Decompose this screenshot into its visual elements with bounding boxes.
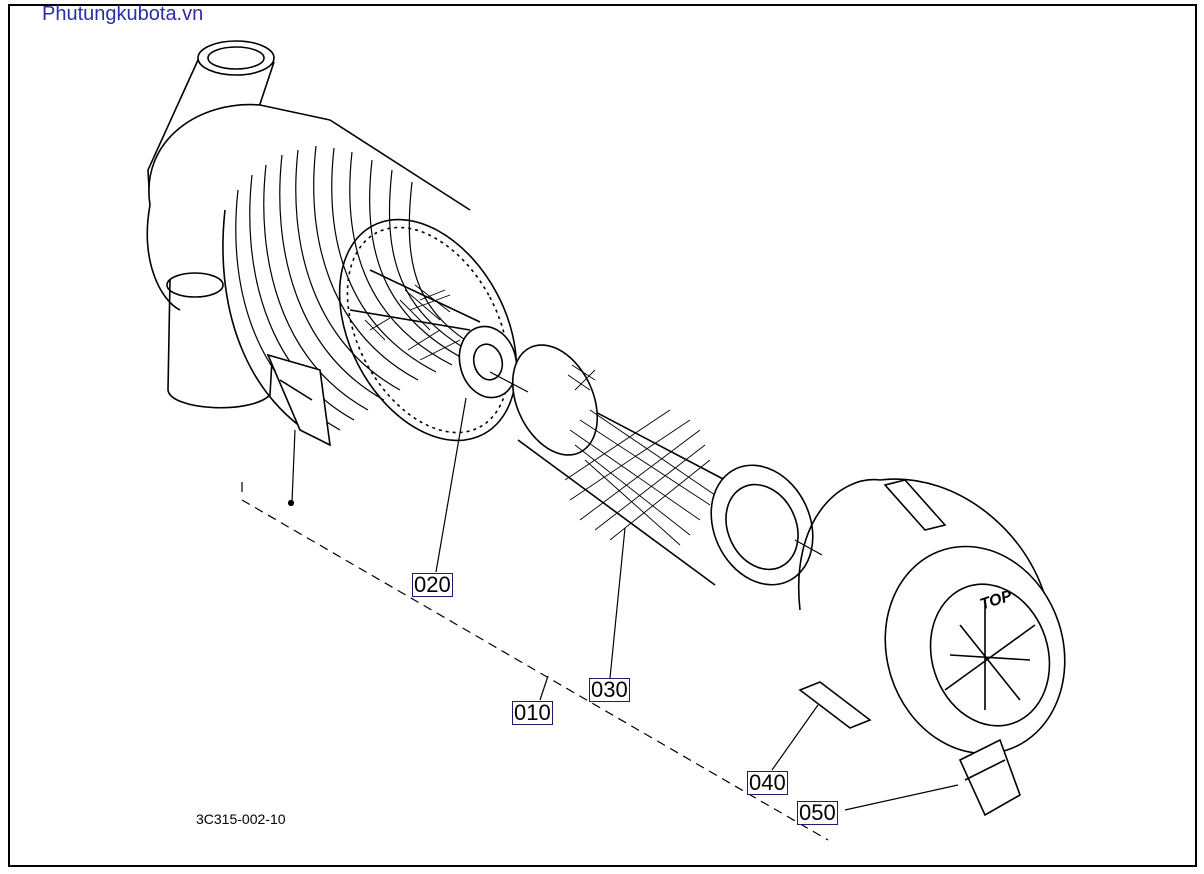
air-cleaner-housing [146,40,518,447]
leader-lines [241,371,959,841]
watermark-text: Phutungkubota.vn [42,3,204,25]
callout-020: 020 [412,572,453,597]
callout-050: 050 [797,800,838,825]
diagram-frame [8,4,1197,867]
primary-filter-element [511,344,814,586]
callout-030: 030 [589,677,630,702]
dust-cover [797,478,1066,817]
callout-040: 040 [747,770,788,795]
drawing-code: 3C315-002-10 [196,811,286,827]
callout-010: 010 [512,700,553,725]
